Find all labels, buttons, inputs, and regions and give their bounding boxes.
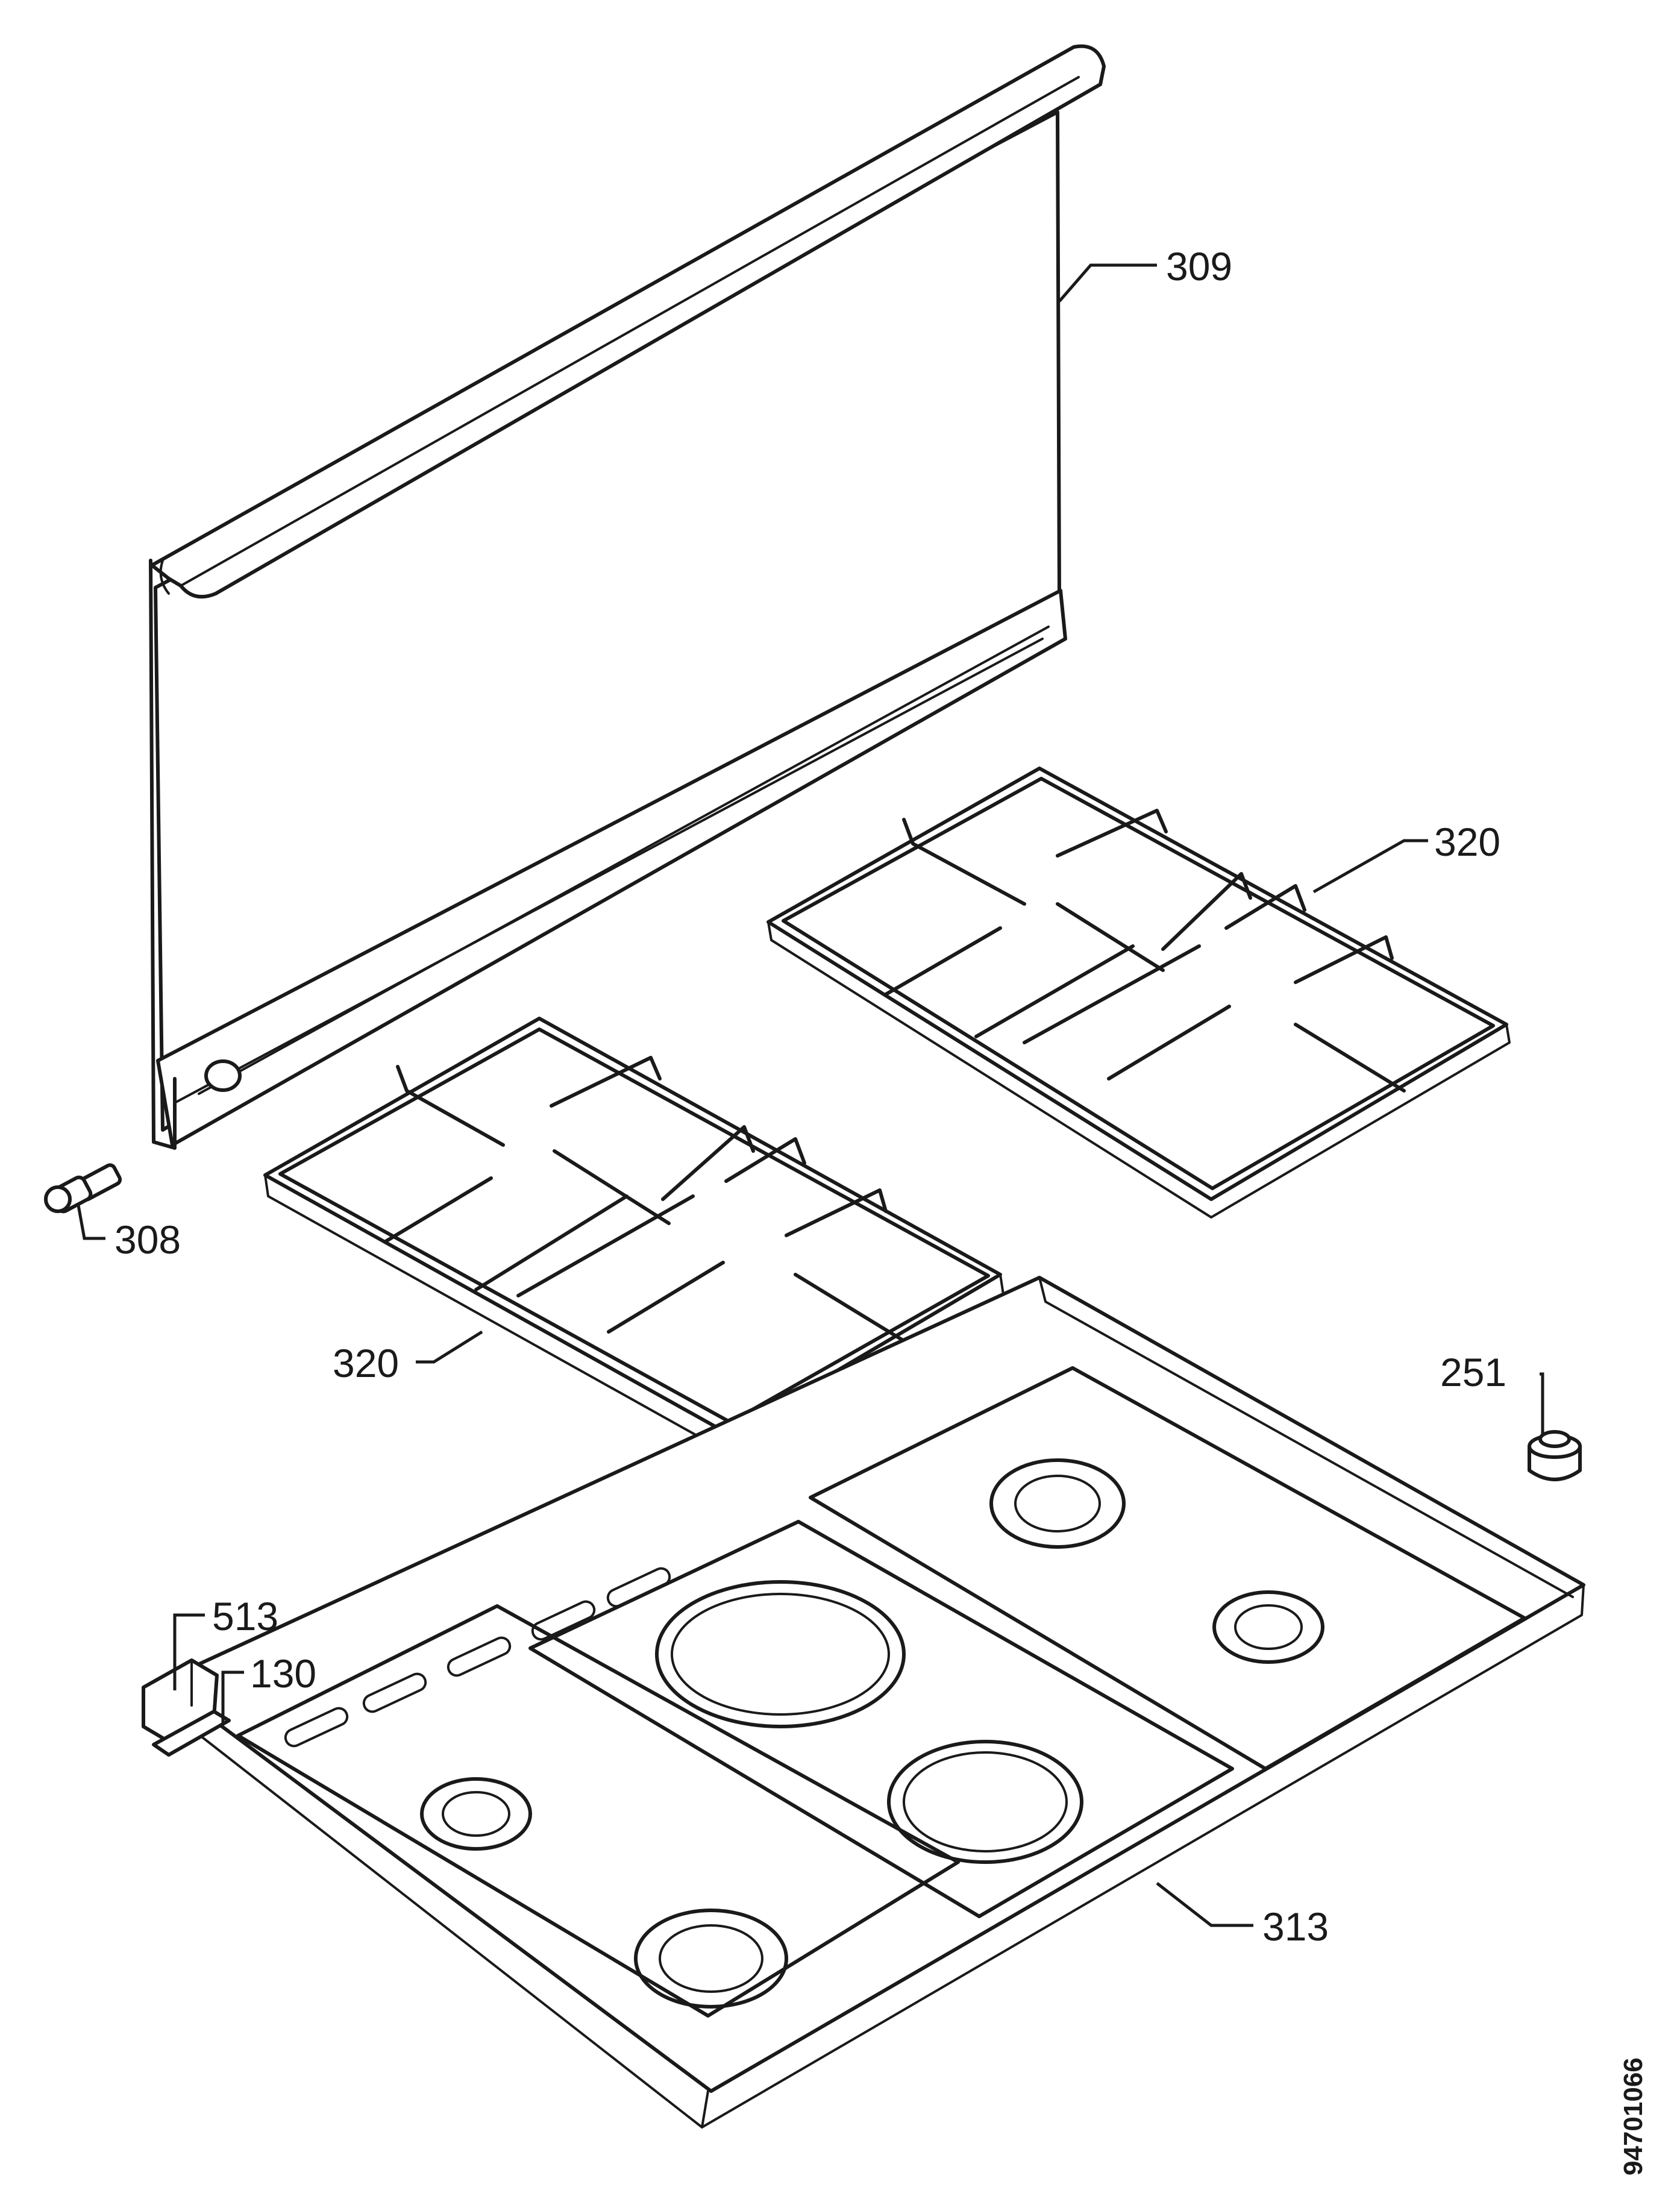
callout-clip: 513 xyxy=(212,1594,278,1639)
callout-pan-support-left: 320 xyxy=(333,1341,399,1385)
callout-hinge: 308 xyxy=(114,1217,181,1262)
callout-knob: 251 xyxy=(1440,1350,1506,1394)
leader-lines xyxy=(77,263,1544,1927)
callout-bracket: 130 xyxy=(250,1651,316,1696)
pan-support-left-part xyxy=(263,1017,1005,1455)
glass-lid-part xyxy=(149,44,1106,1150)
pan-support-right-part xyxy=(766,767,1511,1219)
document-number: 94701066 xyxy=(1619,2057,1648,2175)
hinge-part xyxy=(44,1163,122,1214)
bracket-part xyxy=(152,1710,231,1757)
hob-top-part xyxy=(160,1276,1585,2128)
knob-part xyxy=(1528,1430,1582,1481)
callout-glass-lid: 309 xyxy=(1166,244,1232,289)
callout-pan-support-right: 320 xyxy=(1434,820,1500,864)
callout-hob-top: 313 xyxy=(1262,1904,1329,1949)
